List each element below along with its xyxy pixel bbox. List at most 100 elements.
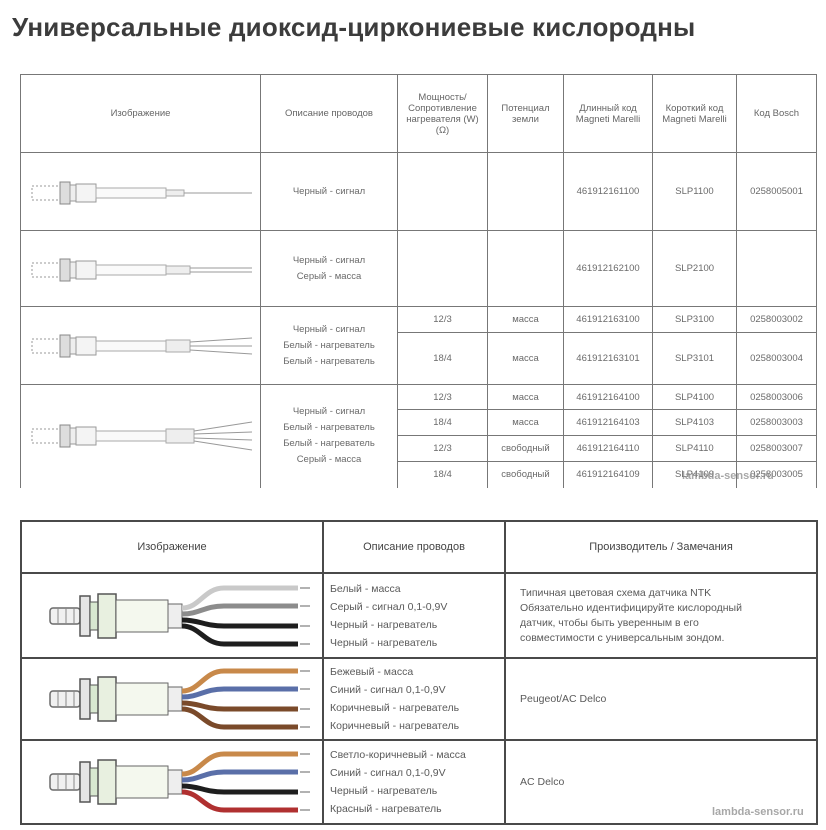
wires-cell: Черный - сигнал Белый - нагреватель Белы… xyxy=(260,306,398,385)
header-wires: Описание проводов xyxy=(322,520,506,574)
bosch-code-cell: 0258003002 xyxy=(736,306,817,333)
potential-cell: масса xyxy=(487,332,564,385)
header-image: Изображение xyxy=(20,74,261,153)
wire-label: Черный - сигнал xyxy=(292,323,366,335)
long-code-cell: 461912163101 xyxy=(563,332,653,385)
short-code-cell: SLP3101 xyxy=(652,332,737,385)
wire-colors-table: Изображение Описание проводов Производит… xyxy=(20,520,818,825)
power-cell: 12/3 xyxy=(397,384,488,410)
wires-cell: Белый - масса Серый - сигнал 0,1-0,9V Че… xyxy=(322,572,506,659)
page-title: Универсальные диоксид-циркониевые кислор… xyxy=(12,12,696,42)
potential-cell: масса xyxy=(487,384,564,410)
sensor-image-cell xyxy=(20,657,324,741)
wire-label: Серый - сигнал 0,1-0,9V xyxy=(330,600,448,613)
power-cell: 18/4 xyxy=(397,409,488,436)
power-cell xyxy=(397,230,488,307)
table-row: Черный - сигнал Белый - нагреватель Белы… xyxy=(20,306,817,385)
wire-label: Белый - нагреватель xyxy=(283,438,375,450)
bosch-code-cell: 0258003006 xyxy=(736,384,817,410)
short-code-cell: SLP4100 xyxy=(652,384,737,410)
long-code-cell: 461912164103 xyxy=(563,409,653,436)
power-cell xyxy=(397,152,488,231)
header-maker: Производитель / Замечания xyxy=(504,520,818,574)
lambda-probe-lightbrown-blue-black-red-icon xyxy=(49,751,310,813)
oxygen-sensor-3-wire-icon xyxy=(31,334,253,357)
wires-cell: Черный - сигнал Серый - масса xyxy=(260,230,398,307)
wires-cell: Светло-коричневый - масса Синий - сигнал… xyxy=(322,739,506,825)
oxygen-sensor-4-wire-icon xyxy=(31,421,253,451)
potential-cell xyxy=(487,230,564,307)
sensor-image-cell xyxy=(20,739,324,825)
table-row: 18/4 масса 461912163101 SLP3101 02580030… xyxy=(21,332,817,385)
short-code-cell: SLP1100 xyxy=(652,152,737,231)
wire-bundle xyxy=(181,751,310,813)
wire-label: Белый - нагреватель xyxy=(283,339,375,351)
power-cell: 18/4 xyxy=(397,332,488,385)
watermark: lambda-sensor.ru xyxy=(682,470,774,482)
wire-label: Белый - масса xyxy=(330,582,401,595)
wire-bundle xyxy=(181,668,310,730)
lambda-probe-white-grey-black-icon xyxy=(49,585,310,646)
lambda-probe-tan-blue-brown-icon xyxy=(49,668,310,730)
long-code-cell: 461912164110 xyxy=(563,435,653,462)
short-code-cell: SLP3100 xyxy=(652,306,737,333)
wire-label: Черный - сигнал xyxy=(292,185,366,197)
wire-label: Синий - сигнал 0,1-0,9V xyxy=(330,767,446,779)
table-row: Черный - сигнал Белый - нагреватель Белы… xyxy=(20,384,817,488)
table-row: Черный - сигнал Серый - масса 4619121621… xyxy=(20,230,817,307)
wire-label: Синий - сигнал 0,1-0,9V xyxy=(330,684,446,696)
wire-label: Черный - нагреватель xyxy=(330,618,438,631)
table-row: Бежевый - масса Синий - сигнал 0,1-0,9V … xyxy=(20,657,818,741)
wire-label: Черный - нагреватель xyxy=(330,785,438,797)
short-code-cell: SLP4103 xyxy=(652,409,737,436)
potential-cell: масса xyxy=(487,409,564,436)
wire-label: Коричневый - нагреватель xyxy=(330,720,460,732)
maker-note: совместимости с универсальным зондом. xyxy=(520,631,725,644)
maker-cell: Peugeot/AC Delco xyxy=(504,657,818,741)
table-row: Светло-коричневый - масса Синий - сигнал… xyxy=(20,739,818,825)
wire-label: Коричневый - нагреватель xyxy=(330,702,460,714)
bosch-code-cell: 0258003005 xyxy=(736,461,817,488)
wires-cell: Бежевый - масса Синий - сигнал 0,1-0,9V … xyxy=(322,657,506,741)
long-code-cell: 461912163100 xyxy=(563,306,653,333)
potential-cell xyxy=(487,152,564,231)
power-cell: 12/3 xyxy=(397,435,488,462)
long-code-cell: 461912164100 xyxy=(563,384,653,410)
sensor-image-cell xyxy=(20,230,261,307)
wire-bundle xyxy=(181,585,310,646)
oxygen-sensor-1-wire-icon xyxy=(31,181,252,204)
short-code-cell: SLP4110 xyxy=(652,435,737,462)
sensor-image-cell xyxy=(20,572,324,659)
sensor-codes-table: Изображение Описание проводов Мощность/ … xyxy=(20,74,817,488)
header-wires: Описание проводов xyxy=(260,74,398,153)
bosch-code-cell: 0258003004 xyxy=(736,332,817,385)
potential-cell: масса xyxy=(487,306,564,333)
sensor-image-cell xyxy=(20,384,261,488)
bosch-code-cell: 0258003007 xyxy=(736,435,817,462)
long-code-cell: 461912162100 xyxy=(563,230,653,307)
power-cell: 18/4 xyxy=(397,461,488,488)
wire-label: Белый - нагреватель xyxy=(283,355,375,367)
watermark: lambda-sensor.ru xyxy=(712,806,804,818)
sensor-image-cell xyxy=(20,152,261,231)
table-header-row: Изображение Описание проводов Мощность/ … xyxy=(20,74,817,153)
wire-label: Бежевый - масса xyxy=(330,666,414,678)
bosch-code-cell xyxy=(736,230,817,307)
potential-cell: свободный xyxy=(487,435,564,462)
table-row: Черный - сигнал 461912161100 SLP1100 025… xyxy=(20,152,817,231)
maker-cell: Типичная цветовая схема датчика NTK Обяз… xyxy=(504,572,818,659)
wire-label: Черный - сигнал xyxy=(292,406,366,418)
wire-label: Светло-коричневый - масса xyxy=(330,749,466,761)
short-code-cell: SLP2100 xyxy=(652,230,737,307)
wire-label: Серый - масса xyxy=(296,270,362,282)
table-header-row: Изображение Описание проводов Производит… xyxy=(20,520,818,574)
maker-note: Обязательно идентифицируйте кислородный xyxy=(520,601,742,614)
sensor-image-cell xyxy=(20,306,261,385)
potential-cell: свободный xyxy=(487,461,564,488)
maker-note: датчик, чтобы быть уверенным в его xyxy=(520,616,699,629)
maker-cell: AC Delco xyxy=(504,739,818,825)
header-short-code: Короткий код Magneti Marelli xyxy=(652,74,737,153)
wire-label: Белый - нагреватель xyxy=(283,422,375,434)
header-image: Изображение xyxy=(20,520,324,574)
oxygen-sensor-2-wire-icon xyxy=(31,258,252,281)
